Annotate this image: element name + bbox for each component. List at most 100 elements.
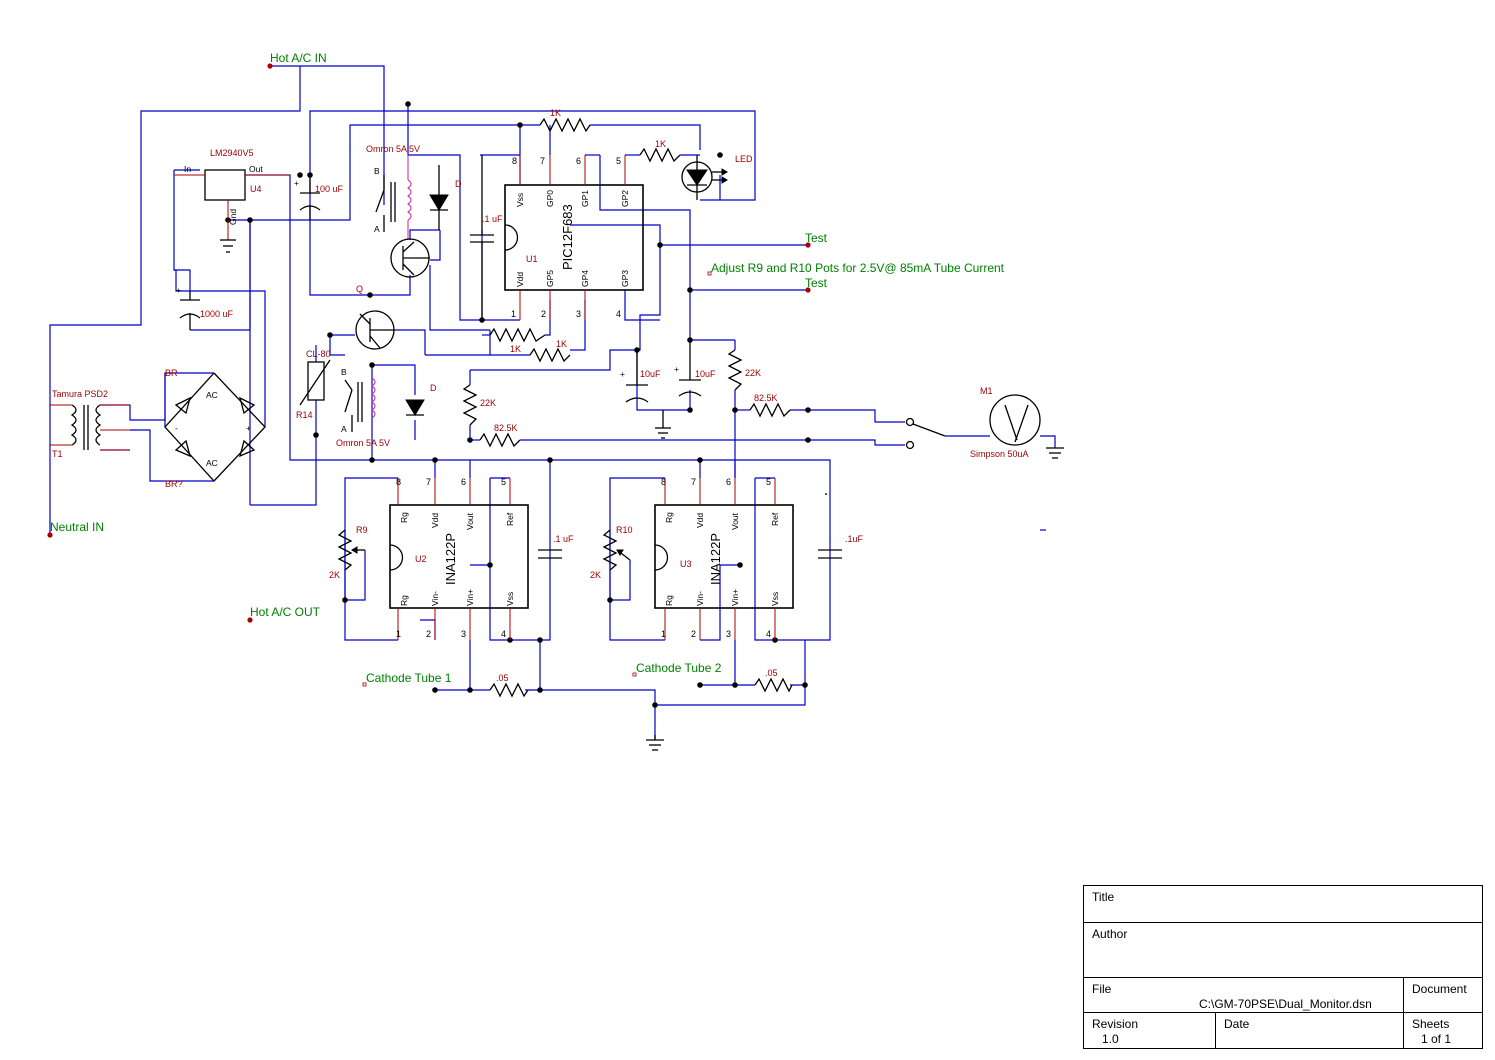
- transistor-label: Q: [356, 284, 363, 294]
- net-neutral-in: Neutral IN: [50, 520, 104, 534]
- pot-r9: R9 2K: [329, 525, 368, 580]
- mcu-pin-num-7: 7: [540, 156, 545, 166]
- relay-top-b: B: [374, 166, 380, 176]
- capacitor-mcu: .1 uF: [470, 155, 503, 320]
- u2-pin-rg-bottom: Rg: [399, 595, 409, 606]
- mcu-bottom-pins: 1 2 3 4 Vdd GP5 GP4 GP3: [511, 270, 630, 319]
- net-cathode-tube-1: Cathode Tube 1: [366, 671, 452, 685]
- mcu-pin-gp4: GP4: [580, 270, 590, 287]
- u3-pin-vin-plus: Vin+: [730, 589, 740, 606]
- mcu-ref: U1: [526, 254, 538, 264]
- u2-pin-num-3: 3: [461, 629, 466, 639]
- resistor-shunt-2: .05: [754, 668, 793, 693]
- u2-pin-num-4: 4: [501, 629, 506, 639]
- cap-u3-label: .1uF: [845, 534, 864, 544]
- resistor-82k-bottom: 82.5K: [479, 423, 521, 448]
- u2-pin-num-6: 6: [461, 477, 466, 487]
- regulator-part: LM2940V5: [210, 148, 254, 158]
- thermistor-r14: CL-80 R14: [296, 349, 331, 420]
- relay-top: Omron 5A 5V B A D: [366, 144, 462, 240]
- mcu-pin-num-2: 2: [541, 309, 546, 319]
- u2-pin-num-7: 7: [426, 477, 431, 487]
- cap-u2-label: .1 uF: [553, 534, 574, 544]
- r-22k-left-label: 22K: [480, 398, 496, 408]
- document-label: Document: [1412, 982, 1467, 996]
- capacitor-1000uf: + 1000 uF: [176, 285, 234, 330]
- document-cell: Document: [1404, 978, 1482, 1013]
- author-cell: Author: [1084, 923, 1482, 978]
- amp-u2: 8 7 6 5 Rg Vdd Vout Ref 1 2 3 4 Rg Vin- …: [389, 477, 529, 640]
- u3-pin-num-5: 5: [766, 477, 771, 487]
- net-test-2: Test: [805, 276, 828, 290]
- relay-bottom-a: A: [341, 424, 347, 434]
- thermistor-ref: R14: [296, 410, 313, 420]
- u3-pin-num-7: 7: [691, 477, 696, 487]
- relay-top-a: A: [374, 224, 380, 234]
- adjust-note: Adjust R9 and R10 Pots for 2.5V@ 85mA Tu…: [711, 261, 1005, 275]
- u3-pin-rg-top: Rg: [664, 512, 674, 523]
- u2-pin-num-5: 5: [501, 477, 506, 487]
- resistor-1k-led: 1K: [639, 139, 681, 163]
- relay-bottom-d: D: [430, 383, 437, 393]
- regulator-pin-in: In: [184, 164, 191, 174]
- revision-cell: Revision 1.0: [1084, 1013, 1216, 1048]
- mcu-pin-num-6: 6: [576, 156, 581, 166]
- transformer-part: Tamura PSD2: [52, 389, 108, 399]
- mcu-top-pins: 8 7 6 5 Vss GP0 GP1 GP2: [512, 156, 630, 207]
- mcu-pin-num-4: 4: [616, 309, 621, 319]
- relay-top-part: Omron 5A 5V: [366, 144, 420, 154]
- u3-pin-vin-minus: Vin-: [695, 591, 705, 606]
- bridge-rectifier: BR BR? AC AC - +: [164, 368, 266, 489]
- u2-pin-rg-top: Rg: [399, 512, 409, 523]
- net-hot-ac-out: Hot A/C OUT: [250, 605, 321, 619]
- revision-value: 1.0: [1102, 1032, 1119, 1046]
- u3-pin-num-1: 1: [661, 629, 666, 639]
- meter-m1: M1 Simpson 50uA: [970, 386, 1064, 459]
- pot-r10: R10 2K: [590, 525, 633, 580]
- r-b2-label: 1K: [556, 339, 567, 349]
- amp-u3: 8 7 6 5 Rg Vdd Vout Ref 1 2 3 4 Rg Vin- …: [654, 477, 794, 640]
- u2-pin-ref: Ref: [505, 512, 515, 526]
- u3-pin-ref: Ref: [770, 512, 780, 526]
- bridge-minus: -: [175, 423, 178, 433]
- thermistor-part: CL-80: [306, 349, 331, 359]
- svg-text:+: +: [176, 285, 181, 295]
- r-22k-right-label: 22K: [745, 368, 761, 378]
- capacitor-u3: .1uF: [818, 534, 864, 559]
- mcu-pin-vdd: Vdd: [515, 272, 525, 287]
- mcu-pin-num-1: 1: [511, 309, 516, 319]
- bridge-ref-bottom: BR?: [165, 479, 183, 489]
- cap-10uf-b-label: 10uF: [695, 369, 716, 379]
- mcu-part: PIC12F683: [560, 204, 575, 270]
- led-label: LED: [735, 154, 753, 164]
- u2-ref: U2: [415, 554, 427, 564]
- bridge-ac-bottom: AC: [206, 458, 218, 468]
- mcu-pin-gp2: GP2: [620, 190, 630, 207]
- file-value: C:\GM-70PSE\Dual_Monitor.dsn: [1199, 997, 1372, 1011]
- u2-pin-num-2: 2: [426, 629, 431, 639]
- u3-pin-vss: Vss: [770, 592, 780, 606]
- resistor-1k-pull: 1K: [539, 108, 591, 133]
- bridge-ac-top: AC: [206, 390, 218, 400]
- u3-part: INA122P: [708, 533, 723, 585]
- transformer-t1: Tamura PSD2 T1: [50, 389, 130, 459]
- wires: [49, 65, 1056, 740]
- regulator-pin-gnd: Gnd: [228, 209, 238, 225]
- u3-pin-vout: Vout: [730, 512, 740, 530]
- u2-pin-vdd: Vdd: [430, 513, 440, 528]
- connector-nodes: [47, 63, 811, 687]
- regulator-pin-out: Out: [249, 164, 263, 174]
- title-block: Title Author File C:\GM-70PSE\Dual_Monit…: [1083, 885, 1483, 1049]
- u2-pin-vin-minus: Vin-: [430, 591, 440, 606]
- pot-r10-ref: R10: [616, 525, 633, 535]
- transistor-top: Q: [356, 238, 430, 294]
- meter-ref: M1: [980, 386, 993, 396]
- mcu-pin-gp0: GP0: [545, 190, 555, 207]
- resistor-1k-b2: 1K: [490, 339, 571, 363]
- cap-1000uf-label: 1000 uF: [200, 309, 234, 319]
- title-label: Title: [1092, 890, 1115, 904]
- pot-r10-val: 2K: [590, 570, 601, 580]
- mcu-u1: 8 7 6 5 Vss GP0 GP1 GP2 1 2 3 4 Vdd GP5 …: [504, 125, 660, 321]
- sheets-value: 1 of 1: [1421, 1032, 1452, 1046]
